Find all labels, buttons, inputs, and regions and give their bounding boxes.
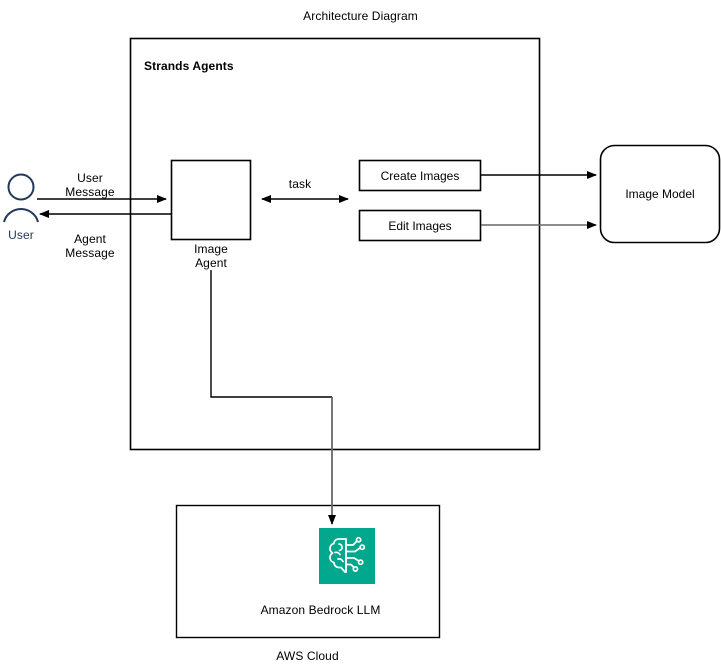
edit-images-label: Edit Images: [388, 218, 452, 233]
image-agent-to-bedrock-connector: [210, 270, 332, 398]
page-title: Architecture Diagram: [303, 9, 418, 23]
image-model-label: Image Model: [625, 187, 695, 201]
image-agent-label: Image Agent: [194, 242, 228, 270]
image-model-box[interactable]: [599, 144, 721, 244]
bedrock-brain-circuit-icon: [319, 528, 375, 584]
aws-cloud-container: [175, 504, 441, 639]
create-images-box[interactable]: [358, 159, 482, 192]
user-person-icon: [3, 173, 39, 223]
edit-images-box[interactable]: [358, 209, 482, 242]
aws-cloud-label: AWS Cloud: [276, 649, 339, 663]
task-edge-label: task: [288, 177, 312, 191]
image-agent-box[interactable]: [170, 159, 252, 241]
strands-agents-label: Strands Agents: [144, 59, 234, 73]
agent-message-label: Agent Message: [65, 232, 115, 260]
user-message-label: User Message: [65, 171, 115, 199]
bedrock-label: Amazon Bedrock LLM: [260, 603, 381, 617]
user-label: User: [8, 228, 34, 242]
strands-agents-container: [129, 37, 541, 451]
create-images-label: Create Images: [380, 168, 460, 183]
